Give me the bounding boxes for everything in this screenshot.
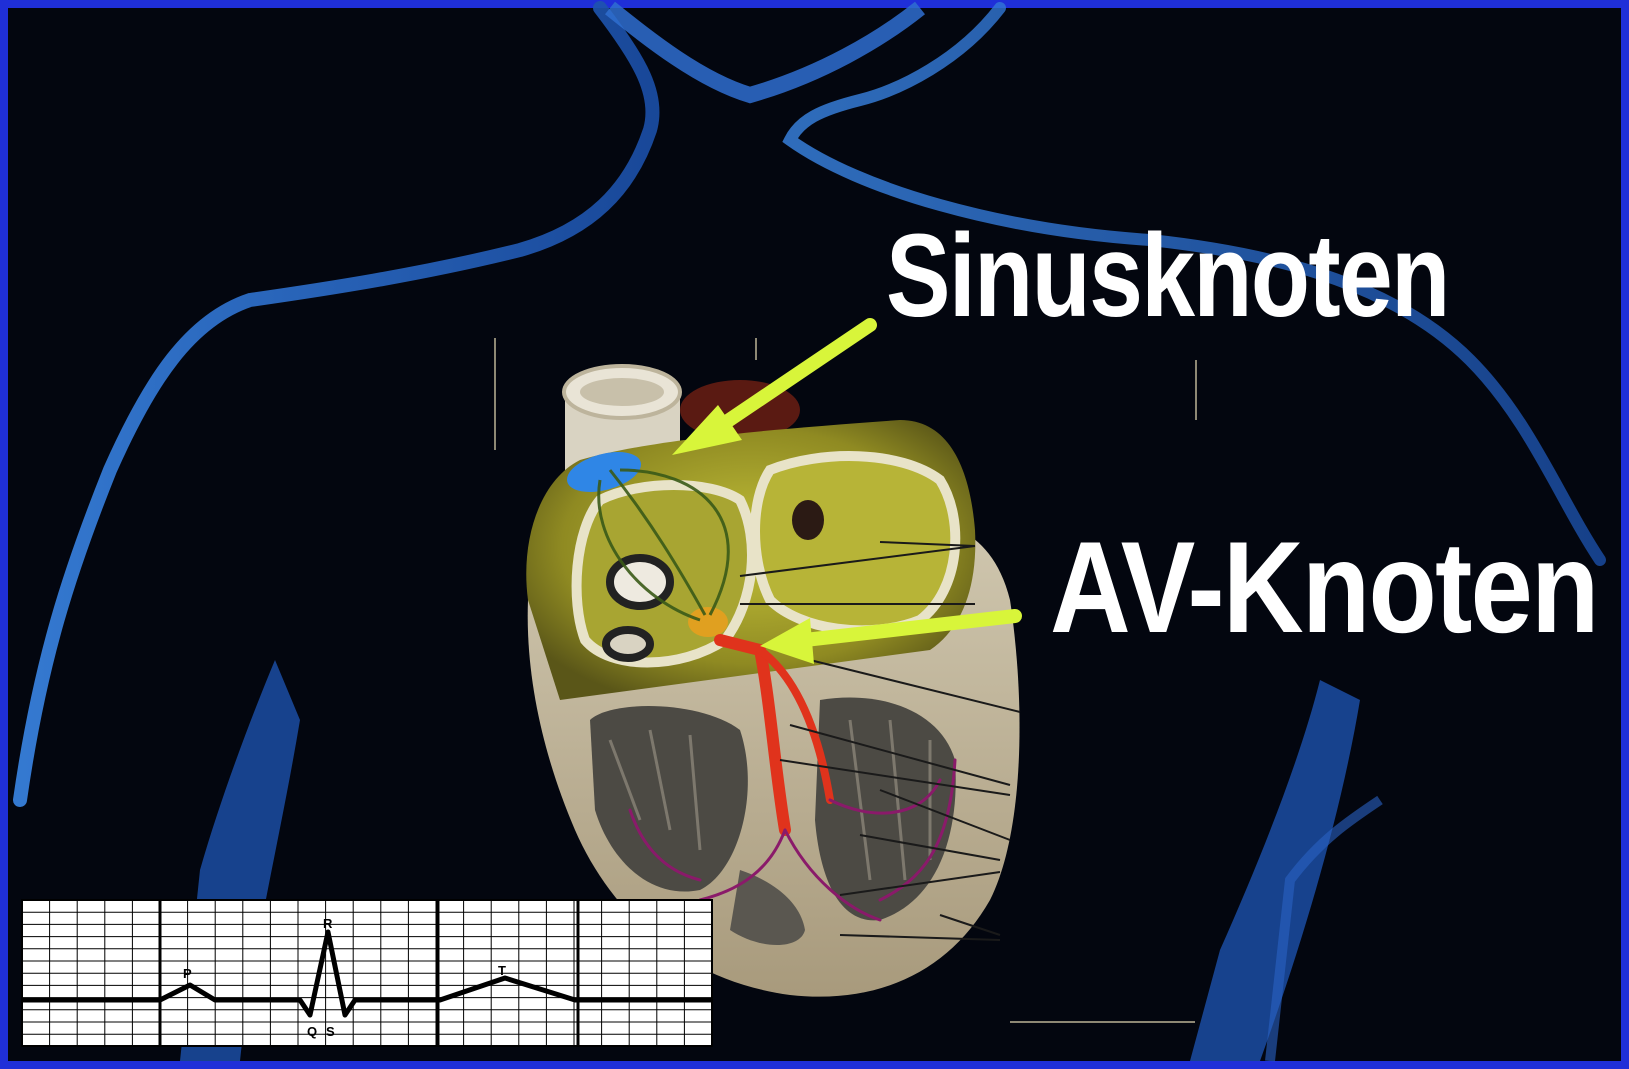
ecg-r-label: R: [323, 916, 333, 931]
av-node-label: AV-Knoten: [1050, 512, 1598, 662]
ecg-q-label: Q: [307, 1024, 317, 1039]
av-node-marker: [688, 607, 728, 637]
ecg-strip: P R T Q S: [22, 900, 712, 1046]
sinus-node-label: Sinusknoten: [886, 208, 1449, 344]
ecg-s-label: S: [326, 1024, 335, 1039]
ecg-t-label: T: [498, 963, 506, 978]
ecg-p-label: P: [183, 966, 192, 981]
